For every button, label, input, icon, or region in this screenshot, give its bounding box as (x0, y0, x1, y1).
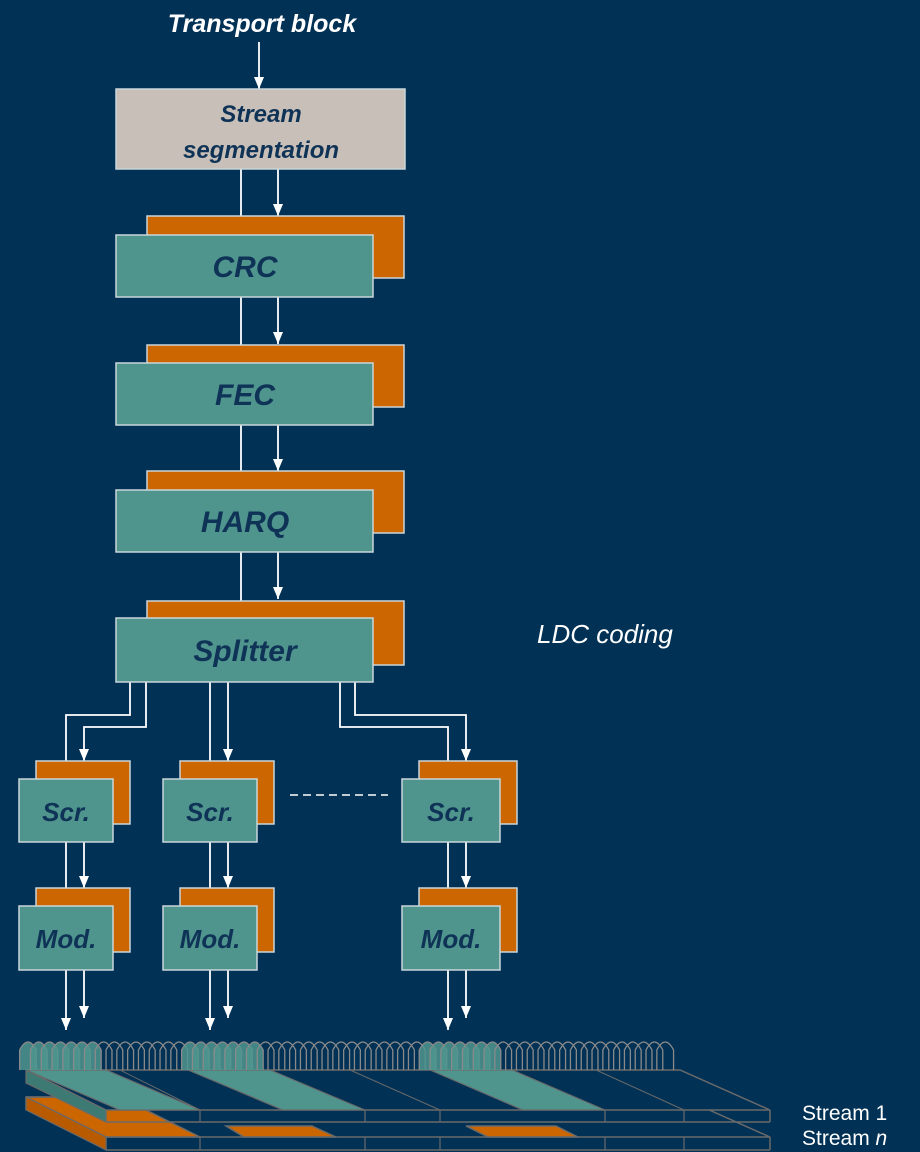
subcarrier-arch (94, 1041, 113, 1070)
subcarrier-arch (83, 1041, 102, 1070)
arrow-head-icon (461, 749, 471, 761)
flow-arrow-line (65, 682, 131, 779)
subcarrier-arch (602, 1041, 621, 1070)
subcarrier-arch (386, 1041, 405, 1070)
arrow-head-icon (273, 459, 283, 471)
subcarrier-arch (504, 1041, 524, 1070)
subcarrier-arch (288, 1041, 308, 1070)
modulator-label-3: Mod. (421, 924, 482, 954)
modulator-block-1: Mod. (18, 887, 131, 971)
arrow-head-icon (205, 1018, 215, 1030)
arrow-head-icon (273, 204, 283, 216)
ldc-coding-label: LDC coding (537, 619, 673, 649)
subcarrier-arch (137, 1041, 156, 1070)
arrow-head-icon (61, 1018, 71, 1030)
flow-arrow-line (83, 682, 147, 761)
modulator-label-1: Mod. (36, 924, 97, 954)
subcarrier-arch (159, 1041, 178, 1070)
stream-n-index: n (876, 1127, 888, 1150)
stream-n-prefix: Stream (802, 1127, 876, 1150)
crc-label: CRC (213, 251, 279, 284)
subcarrier-arch (612, 1041, 632, 1070)
modulator-block-3: Mod. (401, 887, 518, 971)
scrambler-label-2: Scr. (186, 797, 234, 827)
modulator-label-2: Mod. (180, 924, 241, 954)
splitter-label: Splitter (193, 635, 299, 668)
subcarrier-arches (18, 1041, 675, 1070)
subcarrier-arch (656, 1041, 675, 1070)
subcarrier-arch (569, 1041, 588, 1070)
arrow-head-icon (273, 587, 283, 599)
arrow-head-icon (254, 77, 264, 89)
arrow-head-icon (79, 1006, 89, 1018)
subcarrier-arch (494, 1041, 513, 1070)
scrambler-block-1: Scr. (18, 760, 131, 843)
subcarrier-arch (332, 1041, 351, 1070)
subcarrier-arch (558, 1041, 578, 1070)
subcarrier-arch (278, 1041, 297, 1070)
subcarrier-arch (126, 1041, 146, 1070)
flow-arrow-line (354, 682, 467, 761)
subcarrier-arch (364, 1041, 383, 1070)
subcarrier-arch (580, 1041, 599, 1070)
arrow-head-icon (223, 876, 233, 888)
crc-block: CRC (115, 215, 405, 298)
arrow-head-icon (223, 1006, 233, 1018)
splitter-block: Splitter (115, 600, 405, 683)
arrow-head-icon (443, 1018, 453, 1030)
arrow-head-icon (273, 332, 283, 344)
subcarrier-arch (396, 1041, 416, 1070)
subcarrier-arch (353, 1041, 372, 1070)
arrow-head-icon (461, 1006, 471, 1018)
fec-block: FEC (115, 344, 405, 426)
scrambler-block-3: Scr. (401, 760, 518, 843)
fec-label: FEC (215, 379, 276, 412)
subcarrier-arch (245, 1041, 264, 1070)
scrambler-label-1: Scr. (42, 797, 90, 827)
subcarrier-arch (483, 1041, 502, 1070)
subcarrier-arch (645, 1041, 664, 1070)
arrow-head-icon (79, 876, 89, 888)
segmentation-label-line1: Stream (220, 101, 301, 128)
stream-segmentation-block: Stream segmentation (115, 88, 406, 170)
subcarrier-arch (267, 1041, 286, 1070)
subcarrier-arch (342, 1041, 362, 1070)
subcarrier-arch (526, 1041, 545, 1070)
subcarrier-arch (256, 1041, 275, 1070)
subcarrier-arch (299, 1041, 318, 1070)
transport-block-title: Transport block (168, 10, 358, 38)
subcarrier-arch (310, 1041, 329, 1070)
harq-block: HARQ (115, 470, 405, 553)
subcarrier-arch (548, 1041, 567, 1070)
subcarrier-arch (321, 1041, 340, 1070)
segmentation-label-line2: segmentation (183, 137, 339, 164)
subcarrier-arch (591, 1041, 610, 1070)
subcarrier-arch (375, 1041, 394, 1070)
arrow-head-icon (223, 749, 233, 761)
subcarrier-arch (105, 1041, 124, 1070)
subcarrier-arch (623, 1041, 642, 1070)
flow-arrow-line (339, 682, 449, 779)
subcarrier-arch (148, 1041, 167, 1070)
subcarrier-arch (116, 1041, 135, 1070)
arrow-head-icon (461, 876, 471, 888)
stream-n-label: Stream n (802, 1127, 887, 1150)
modulator-block-2: Mod. (162, 887, 275, 971)
subcarrier-arch (537, 1041, 556, 1070)
stream-1-label: Stream 1 (802, 1102, 887, 1125)
arrow-head-icon (79, 749, 89, 761)
subcarrier-arch (515, 1041, 534, 1070)
subcarrier-arch (634, 1041, 653, 1070)
scrambler-label-3: Scr. (427, 797, 475, 827)
scrambler-block-2: Scr. (162, 760, 275, 843)
ofdm-resource-grid (18, 1041, 771, 1151)
harq-label: HARQ (201, 506, 289, 539)
